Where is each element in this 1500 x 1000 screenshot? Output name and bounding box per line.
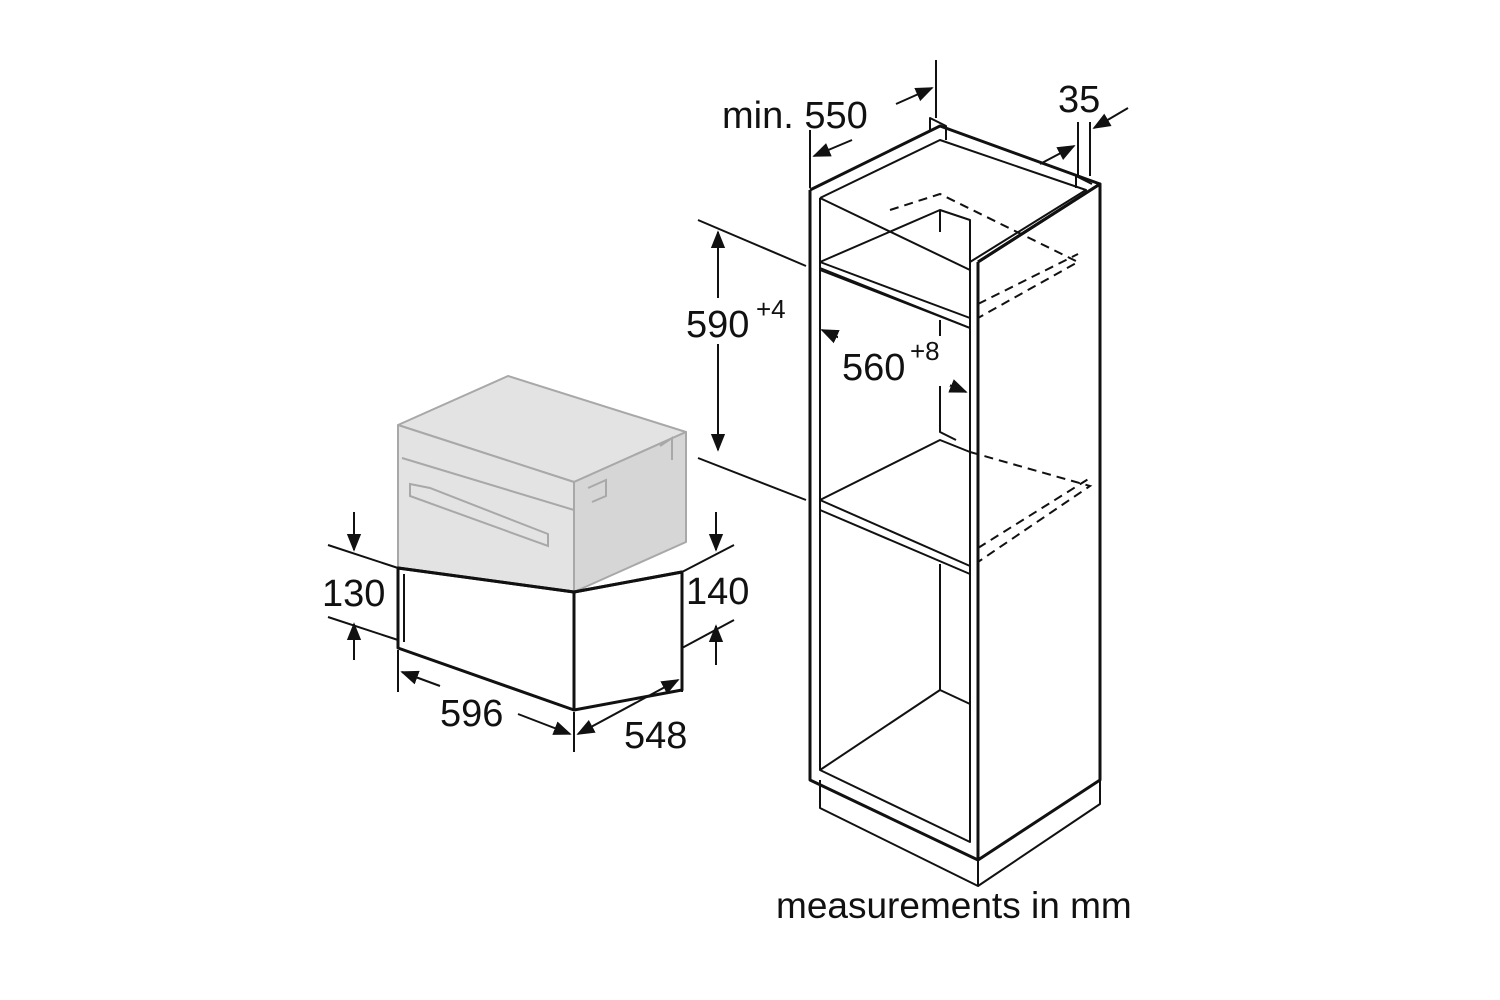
label-niche-height-tolerance: +4 [756,294,786,324]
warming-drawer [396,566,684,712]
dim-drawer-height: 130 [322,512,399,660]
label-drawer-height: 130 [322,573,385,615]
dim-depth-min: min. 550 [722,60,937,188]
dim-niche-drawer-height: 140 [681,512,749,665]
label-drawer-depth: 548 [624,715,687,757]
label-niche-drawer-height: 140 [686,571,749,613]
label-niche-width: 560 [842,347,905,389]
dim-niche-width: 560 +8 [820,329,968,393]
dim-drawer-depth: 548 [576,660,687,757]
dim-gap: 35 [1039,79,1129,176]
label-depth-min: min. 550 [722,95,868,137]
dim-drawer-width: 596 [397,650,575,752]
label-gap: 35 [1058,79,1100,121]
dim-niche-height: 590 +4 [680,219,807,501]
measurement-unit-note: measurements in mm [776,885,1132,926]
oven-ghost [397,375,687,593]
label-niche-height: 590 [686,304,749,346]
label-niche-width-tolerance: +8 [910,336,940,366]
label-drawer-width: 596 [440,693,503,735]
tall-cabinet [808,117,1102,887]
